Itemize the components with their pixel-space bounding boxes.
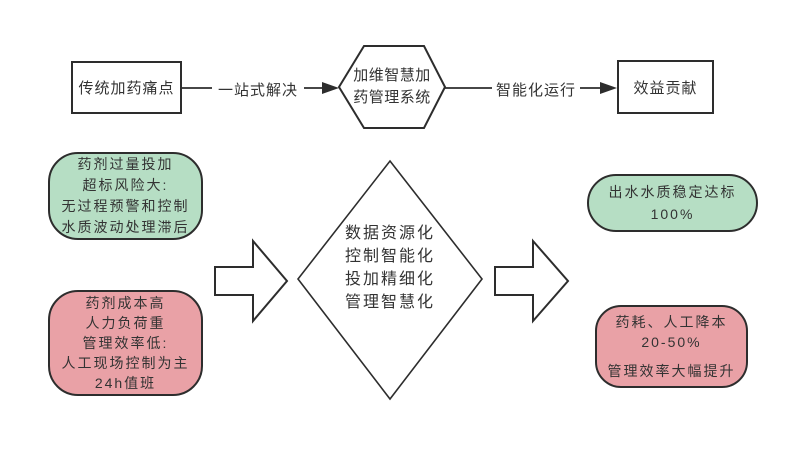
benefit-saving-box: 药耗、人工降本 20-50% 管理效率大幅提升	[595, 305, 748, 388]
pain-cost-line3: 管理效率低:	[82, 335, 169, 351]
benefit-quality-line1: 出水水质稳定达标	[608, 184, 737, 200]
start-node: 传统加药痛点	[71, 61, 182, 114]
benefit-quality-line2: 100%	[650, 206, 695, 222]
block-arrow-right-icon	[494, 238, 570, 324]
block-arrow-left-icon	[214, 238, 289, 324]
end-node-label: 效益贡献	[633, 79, 698, 97]
arrowhead-left-icon	[322, 82, 339, 94]
hexagon-label-line2: 药管理系统	[353, 89, 431, 106]
core-diamond-line4: 管理智慧化	[344, 294, 435, 311]
diamond-shape	[296, 159, 484, 401]
core-diamond-line2: 控制智能化	[344, 248, 435, 265]
pain-risk-line1: 药剂过量投加	[77, 156, 174, 172]
benefit-saving-line3: 管理效率大幅提升	[607, 363, 736, 379]
benefit-saving-line2: 20-50%	[641, 334, 702, 350]
pain-cost-line1: 药剂成本高	[85, 295, 166, 311]
pain-risk-line2: 超标风险大:	[82, 177, 169, 193]
hexagon-node-label: 加维智慧加 药管理系统	[342, 62, 442, 112]
arrowhead-right-icon	[600, 82, 617, 94]
pain-risk-box: 药剂过量投加 超标风险大: 无过程预警和控制 水质波动处理滞后	[48, 152, 203, 240]
benefit-saving-line1: 药耗、人工降本	[615, 314, 728, 330]
core-diamond-line1: 数据资源化	[344, 225, 435, 242]
pain-risk-line3: 无过程预警和控制	[61, 198, 190, 214]
pain-cost-line4: 人工现场控制为主	[61, 355, 190, 371]
core-diamond-label: 数据资源化 控制智能化 投加精细化 管理智慧化	[305, 218, 475, 318]
hexagon-label-line1: 加维智慧加	[353, 67, 431, 84]
arrow1-label: 一站式解决	[212, 78, 304, 101]
start-node-label: 传统加药痛点	[78, 80, 175, 97]
pain-cost-line2: 人力负荷重	[85, 315, 166, 331]
benefit-quality-box: 出水水质稳定达标 100%	[587, 174, 758, 232]
end-node: 效益贡献	[617, 60, 714, 114]
pain-cost-box: 药剂成本高 人力负荷重 管理效率低: 人工现场控制为主 24h值班	[48, 290, 203, 396]
pain-risk-line4: 水质波动处理滞后	[61, 219, 190, 235]
hexagon-shape	[337, 45, 447, 129]
pain-cost-line5: 24h值班	[94, 375, 157, 391]
arrow2-label: 智能化运行	[492, 78, 580, 101]
core-diamond-line3: 投加精细化	[344, 271, 435, 288]
